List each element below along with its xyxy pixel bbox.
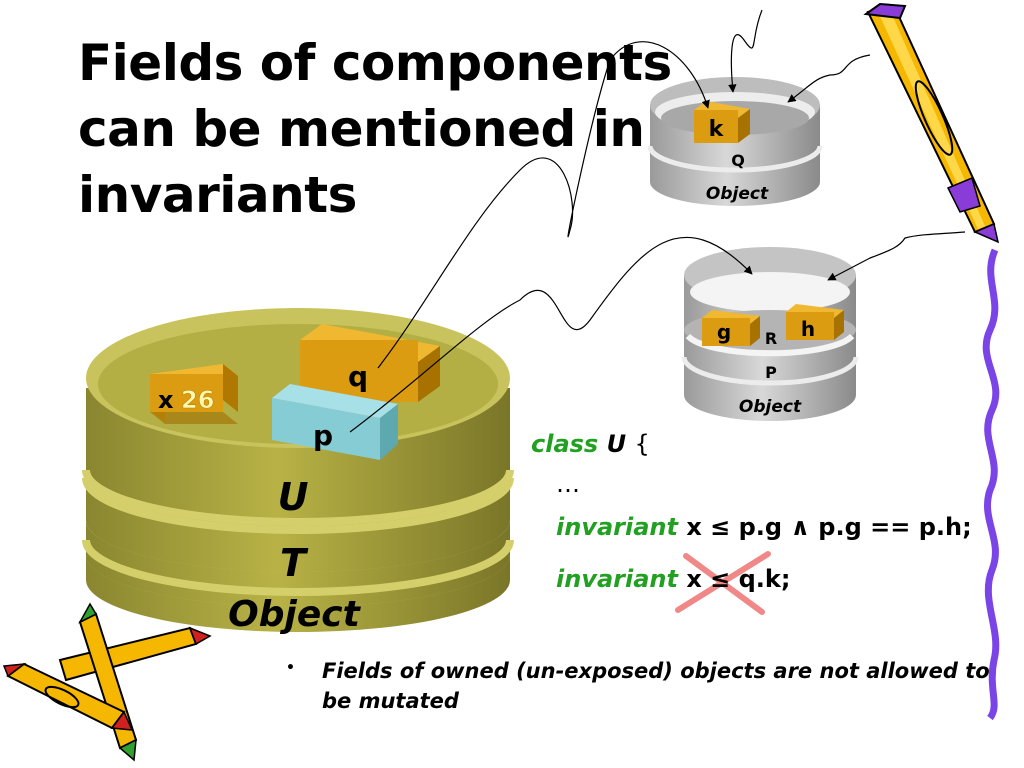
q-object-label: Object	[706, 184, 769, 204]
code-ellipsis: …	[556, 470, 580, 498]
p-cylinder: R P Object g h	[684, 247, 856, 421]
code-open-brace: {	[634, 430, 649, 458]
layer-label-object: Object	[228, 594, 361, 635]
p-layer-label: P	[765, 363, 777, 382]
pencil-icon	[866, 4, 998, 242]
field-q-label: q	[348, 360, 368, 393]
field-g-label: g	[717, 320, 731, 344]
bullet-marker: •	[286, 660, 295, 676]
code-class-name: U	[607, 430, 627, 458]
field-x-value: 26	[181, 386, 214, 414]
code-invariant-1: invariant x ≤ p.g ∧ p.g == p.h;	[556, 513, 972, 541]
field-k-label: k	[709, 117, 725, 142]
big-cylinder: U T Object x 26 q	[86, 308, 510, 635]
pencils-icon	[4, 604, 210, 760]
code-invariant-2-keyword: invariant	[556, 565, 678, 593]
p-object-label: Object	[739, 397, 802, 417]
code-invariant-1-keyword: invariant	[556, 513, 678, 541]
r-layer-label: R	[765, 329, 777, 348]
field-box-g: g	[702, 310, 760, 346]
code-invariant-2-expr: x ≤ q.k;	[686, 565, 790, 593]
arrow-q-to-k	[378, 42, 708, 368]
decorative-squiggle	[986, 250, 996, 718]
field-box-h: h	[786, 304, 844, 341]
field-p-label: p	[313, 419, 333, 452]
layer-label-u: U	[278, 475, 309, 519]
bullet-text: Fields of owned (un-exposed) objects are…	[322, 656, 1002, 716]
field-x-label: x	[158, 386, 174, 414]
code-class-keyword: class	[531, 430, 598, 458]
q-cylinder: Q Object k	[650, 77, 820, 206]
q-layer-label: Q	[731, 151, 745, 170]
code-invariant-1-expr: x ≤ p.g ∧ p.g == p.h;	[686, 513, 971, 541]
code-class-line: class U {	[531, 430, 650, 458]
field-h-label: h	[801, 317, 815, 341]
field-box-x: x 26	[150, 364, 238, 424]
code-invariant-2: invariant x ≤ q.k;	[556, 565, 790, 593]
layer-label-t: T	[280, 541, 309, 585]
